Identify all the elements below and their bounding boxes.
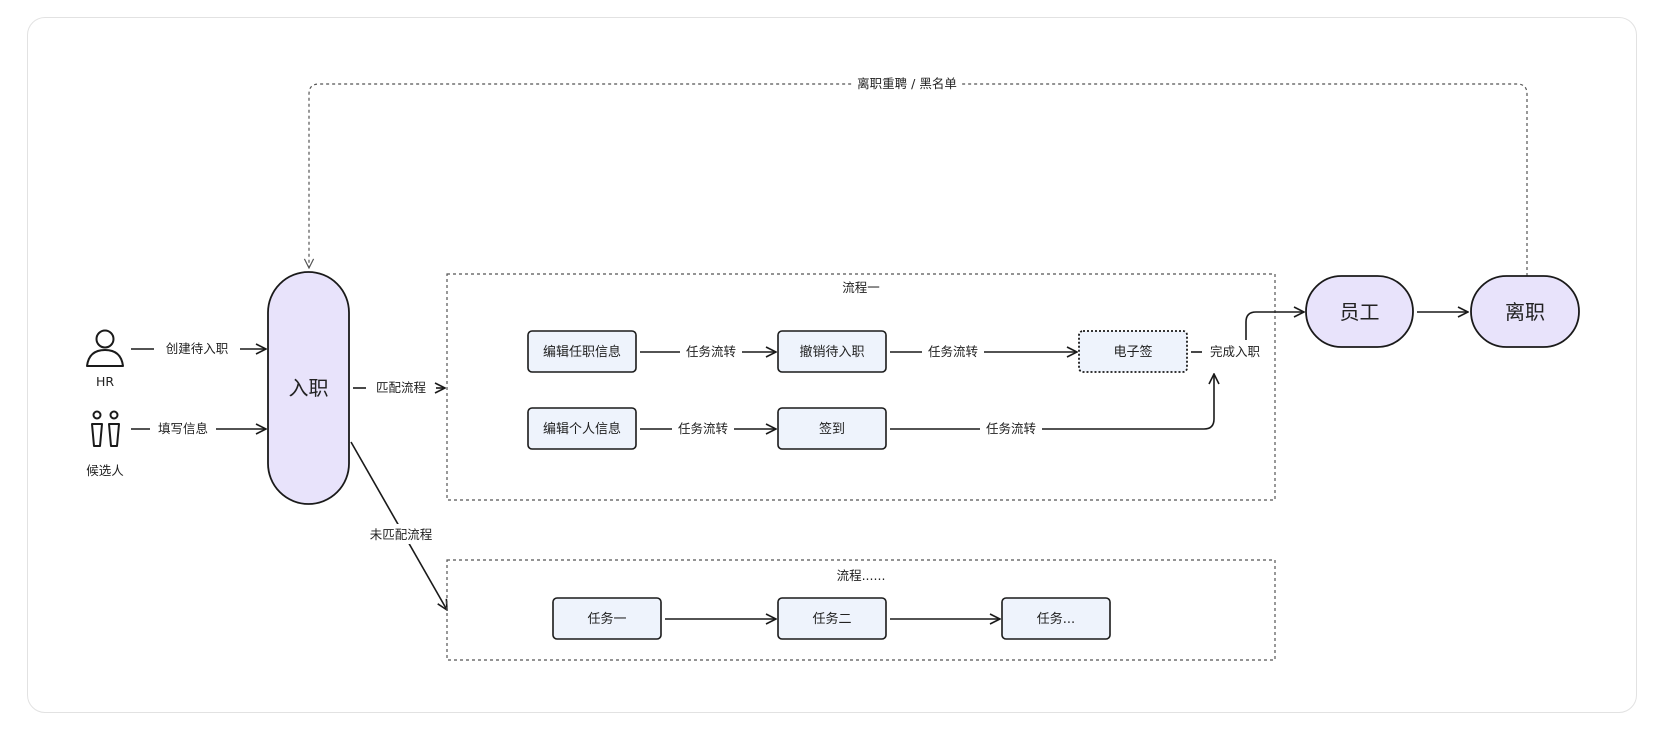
user-icon [86, 329, 124, 367]
svg-text:编辑个人信息: 编辑个人信息 [543, 421, 621, 437]
onboard-node[interactable]: 入职 [267, 271, 350, 505]
edge-label-fill-info: 填写信息 [158, 421, 208, 436]
edge-complete-to-employee [1245, 312, 1304, 340]
resign-node[interactable]: 离职 [1470, 275, 1580, 348]
edge-label-task-flow: 任务流转 [928, 344, 978, 359]
svg-text:签到: 签到 [819, 421, 845, 437]
node-task-one[interactable]: 任务一 [552, 597, 662, 640]
edge-label-rehire: 离职重聘 / 黑名单 [857, 76, 957, 91]
edge-label-no-match-flow: 未匹配流程 [370, 527, 433, 542]
resign-node-label: 离职 [1505, 300, 1545, 324]
onboard-node-label: 入职 [289, 376, 329, 400]
employee-node-label: 员工 [1340, 300, 1380, 324]
node-e-sign[interactable]: 电子签 [1078, 330, 1188, 373]
svg-text:任务一: 任务一 [587, 611, 626, 627]
svg-text:任务...: 任务... [1037, 611, 1075, 627]
employee-node[interactable]: 员工 [1305, 275, 1414, 348]
edge-signin-to-complete [1042, 374, 1214, 430]
node-task-two[interactable]: 任务二 [777, 597, 887, 640]
group-flow-more [446, 559, 1276, 661]
edge-label-complete-onboard: 完成入职 [1210, 344, 1260, 359]
edge-label-task-flow: 任务流转 [686, 344, 736, 359]
candidates-icon [91, 410, 120, 447]
group-flow-more-title: 流程...... [837, 568, 886, 583]
group-flow-one-title: 流程一 [842, 280, 880, 295]
svg-text:编辑任职信息: 编辑任职信息 [543, 344, 621, 360]
svg-text:电子签: 电子签 [1113, 344, 1152, 360]
edge-label-task-flow: 任务流转 [678, 421, 728, 436]
edge-label-task-flow: 任务流转 [986, 421, 1036, 436]
node-edit-personal-info[interactable]: 编辑个人信息 [527, 407, 637, 450]
actor-candidate-label: 候选人 [86, 463, 124, 478]
actor-hr-label: HR [96, 374, 114, 389]
edge-label-match-flow: 匹配流程 [376, 380, 427, 395]
svg-text:任务二: 任务二 [812, 611, 851, 627]
svg-text:撤销待入职: 撤销待入职 [799, 344, 864, 360]
node-sign-in[interactable]: 签到 [777, 407, 887, 450]
edge-rehire-loop [309, 83, 1528, 276]
node-task-more[interactable]: 任务... [1001, 597, 1111, 640]
edge-label-create-pending: 创建待入职 [166, 341, 229, 356]
group-flow-one [446, 273, 1276, 501]
node-cancel-pending[interactable]: 撤销待入职 [777, 330, 887, 373]
node-edit-job-info[interactable]: 编辑任职信息 [527, 330, 637, 373]
